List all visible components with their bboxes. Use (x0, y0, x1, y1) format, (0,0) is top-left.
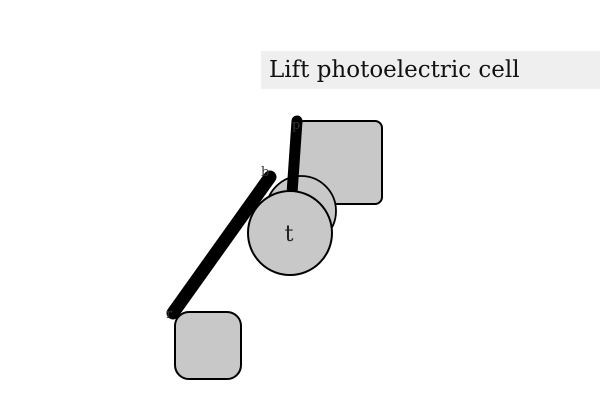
joint-label-mid: b (261, 165, 269, 180)
instruction-text: Lift photoelectric cell (269, 57, 520, 83)
joint-label-bottom: r (166, 307, 173, 322)
instruction-banner: Lift photoelectric cell (261, 51, 600, 89)
center-piece-label: t (285, 222, 294, 247)
arm-lower-segment[interactable] (166, 170, 277, 320)
joint-label-top: p (292, 118, 300, 133)
photoelectric-cell[interactable] (247, 190, 333, 276)
lower-block[interactable] (174, 311, 242, 380)
